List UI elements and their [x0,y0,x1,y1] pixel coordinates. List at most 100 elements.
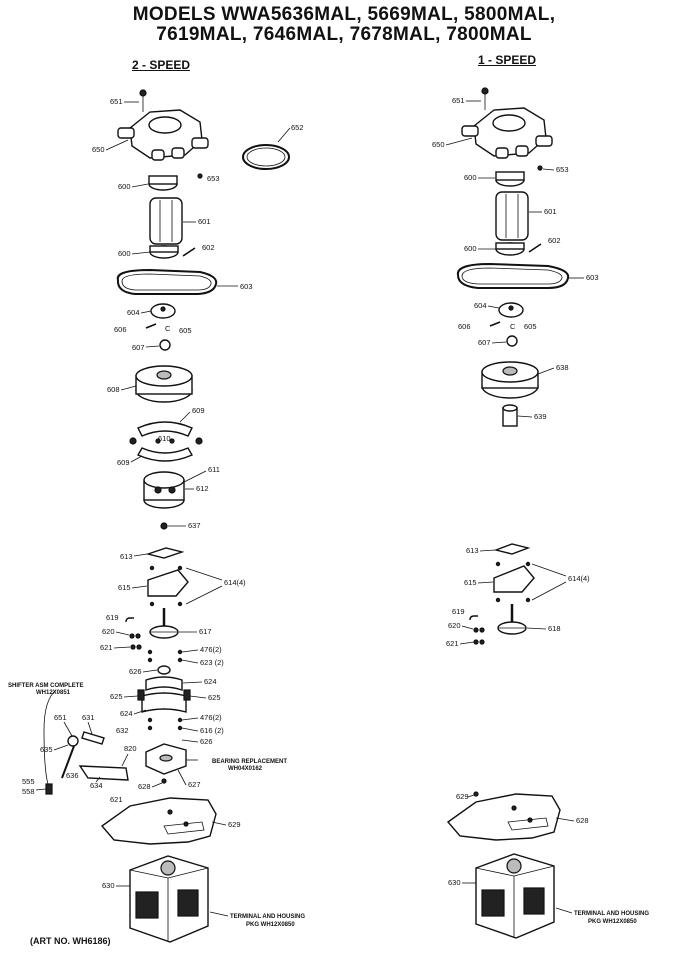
motor-630-left [129,855,209,943]
svg-text:C: C [510,322,516,331]
terminal-note-left-2: PKG WH12X0850 [246,922,295,928]
label-558: 558 [22,787,35,796]
label-476a-left: 476(2) [200,645,222,654]
title-line-1: MODELS WWA5636MAL, 5669MAL, 5800MAL, [132,4,556,25]
shaft-617-left [149,608,179,639]
label-600a-left: 600 [118,182,131,191]
hose-601-right [495,191,529,241]
label-609-left: 609 [192,406,205,415]
drum-638-right [481,361,539,399]
label-611-left: 611 [208,465,220,474]
label-628-right: 628 [576,816,589,825]
label-636: 636 [66,771,79,780]
label-602-right: 602 [548,236,561,245]
label-601-right: 601 [544,207,557,216]
belt-603-right [456,262,570,289]
svg-text:C: C [165,324,171,333]
label-621b-left: 621 [110,795,123,804]
label-604-right: 604 [474,301,487,310]
label-619-right: 619 [452,607,465,616]
terminal-note-right-2: PKG WH12X0850 [588,919,637,925]
label-609b-left: 609 [117,458,130,467]
terminal-note-left-1: TERMINAL AND HOUSING [230,914,305,920]
pulley-604-right [498,302,524,318]
bracket-613-right [493,543,531,555]
shifter-note-line2: WH12X0851 [36,690,71,696]
label-603-left: 603 [240,282,253,291]
mounting-plate-628-right [446,793,561,841]
housing-612-left [143,471,185,509]
bearing-627-left [145,743,187,775]
label-629-left: 629 [228,820,241,829]
label-600b-left: 600 [118,249,131,258]
label-652: 652 [291,123,304,132]
clamp-600-left-lower [149,245,179,259]
screw-651-right [481,87,489,110]
mounting-plate-628-left [100,797,217,845]
label-623-left: 623 (2) [200,658,224,667]
bearing-note-line2: WH04X0162 [228,766,263,772]
label-635: 635 [40,745,53,754]
label-627-left: 627 [188,780,201,789]
label-651-shifter: 651 [54,713,67,722]
label-600b-right: 600 [464,244,477,253]
shifter-assembly [43,689,129,795]
label-632-left: 632 [116,726,129,735]
pump-650-right [461,107,553,159]
label-476b-left: 476(2) [200,713,222,722]
drum-608-left [135,365,193,403]
label-624-left: 624 [204,677,217,686]
clamp-600-right-upper [495,171,525,187]
clip-assembly-609-610 [129,421,203,462]
pulley-604-left [150,303,176,319]
shaft-618-right [497,604,527,635]
label-651-right: 651 [452,96,465,105]
label-626b-left: 626 [200,737,213,746]
label-610-left: 610 [158,434,171,443]
two-speed-heading: 2 - SPEED [132,58,191,72]
label-607-left: 607 [132,343,145,352]
label-630-right: 630 [448,878,461,887]
pump-650-left [117,109,209,161]
motor-630-right [475,853,555,939]
part-637 [160,522,168,530]
label-820: 820 [124,744,137,753]
label-619-left: 619 [106,613,119,622]
label-608-left: 608 [107,385,120,394]
label-606-left: 606 [114,325,127,334]
label-620-left: 620 [102,627,115,636]
label-630-left: 630 [102,881,115,890]
label-600a-right: 600 [464,173,477,182]
label-614-left: 614(4) [224,578,246,587]
bracket-615-left [147,565,189,607]
label-637-left: 637 [188,521,201,530]
clamp-600-left-upper [148,175,178,191]
ring-652 [242,144,290,170]
clamp-600-right-lower [495,242,525,256]
belt-603-left [116,268,218,295]
one-speed-heading: 1 - SPEED [478,53,537,67]
label-613-left: 613 [120,552,133,561]
bearing-note-line1: BEARING REPLACEMENT [212,759,287,765]
label-614-right: 614(4) [568,574,590,583]
label-601-left: 601 [198,217,211,226]
label-631: 631 [82,713,95,722]
label-605-left: 605 [179,326,192,335]
nut-607-right [506,335,518,347]
label-650-right: 650 [432,140,445,149]
label-653-right: 653 [556,165,569,174]
shoe-assembly-624-625 [137,676,191,713]
label-607-right: 607 [478,338,491,347]
label-615-left: 615 [118,583,131,592]
label-605-right: 605 [524,322,537,331]
label-616-left: 616 (2) [200,726,224,735]
label-604-left: 604 [127,308,140,317]
nut-607-left [159,339,171,351]
art-number: (ART NO. WH6186) [30,936,111,946]
collar-626-left [157,665,171,675]
label-625a-left: 625 [110,692,123,701]
label-618-right: 618 [548,624,561,633]
label-638: 638 [556,363,569,372]
label-603-right: 603 [586,273,599,282]
